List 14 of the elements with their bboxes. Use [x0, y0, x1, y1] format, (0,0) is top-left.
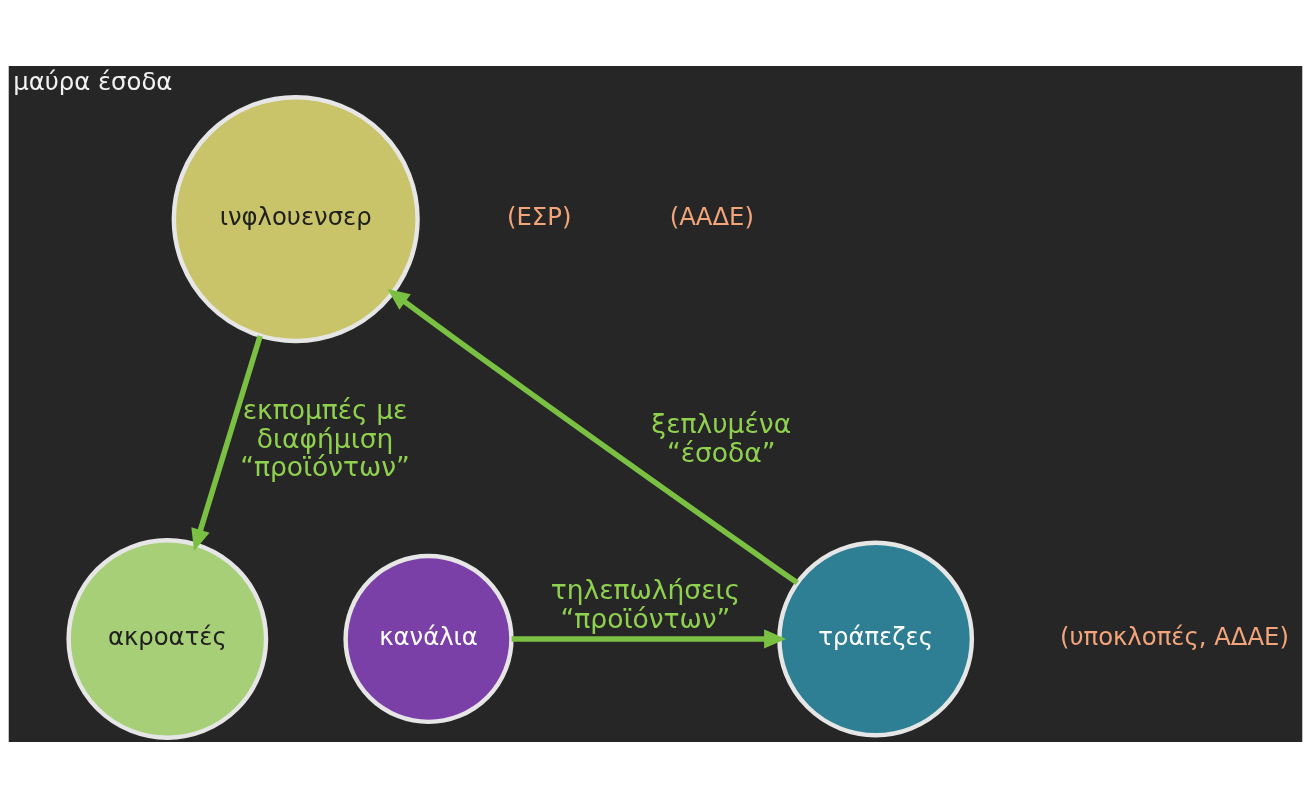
edge-label: ξεπλυμένα “έσοδα” [651, 408, 792, 469]
node-circle: κανάλια [343, 553, 514, 725]
label: (ΕΣΡ) [506, 202, 572, 232]
arrow [387, 289, 799, 586]
arrow [191, 335, 263, 551]
node-circle: ακροατές [66, 538, 269, 740]
arrow [511, 629, 786, 649]
node-circle: τράπεζες [777, 540, 975, 738]
node-circle: ινφλουενσερ [171, 95, 420, 344]
label: (υποκλοπές, ΑΔΑΕ) [1059, 622, 1289, 652]
edge-label: τηλεπωλήσεις “προϊόντων” [550, 574, 741, 635]
label: (ΑΑΔΕ) [669, 202, 754, 232]
node-label: μαύρα έσοδα [13, 66, 173, 96]
edge-label: εκπομπές με διαφήμιση “προϊόντων” [240, 393, 410, 483]
